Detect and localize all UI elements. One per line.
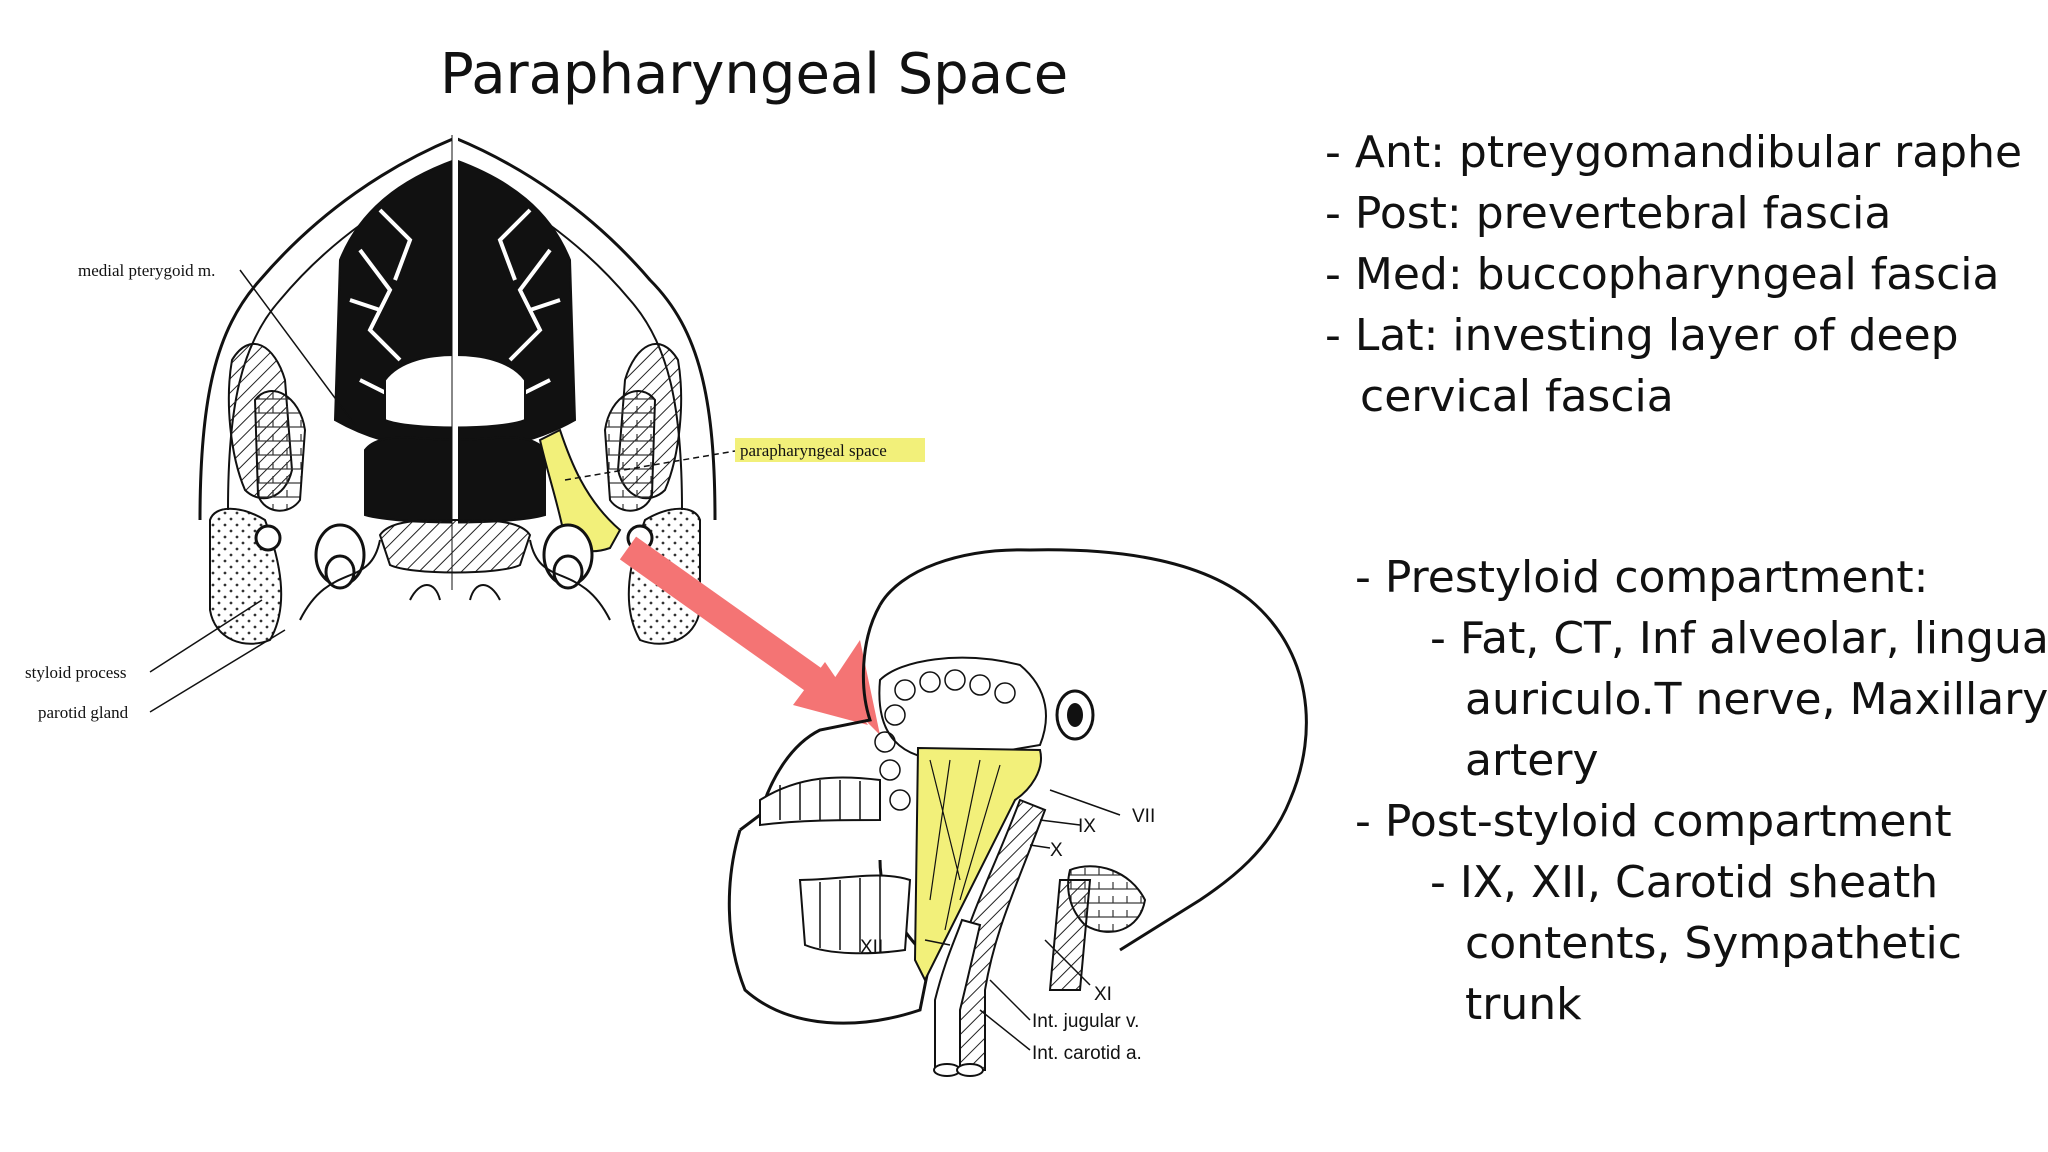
boundary-medial: - Med: buccopharyngeal fascia bbox=[1325, 249, 2000, 300]
poststyloid-contents-3: trunk bbox=[1465, 979, 1582, 1030]
label-parapharyngeal-highlight-bg bbox=[735, 438, 925, 462]
label-int-carotid: Int. carotid a. bbox=[1032, 1043, 1142, 1064]
boundary-anterior: - Ant: ptreygomandibular raphe bbox=[1325, 127, 2023, 178]
prestyloid-contents-2: auriculo.T nerve, Maxillary bbox=[1465, 674, 2048, 725]
poststyloid-contents-1: - IX, XII, Carotid sheath bbox=[1430, 857, 1939, 908]
poststyloid-heading: - Post-styloid compartment bbox=[1355, 796, 1952, 847]
boundary-lateral: - Lat: investing layer of deep bbox=[1325, 310, 1959, 361]
prestyloid-contents-3: artery bbox=[1465, 735, 1599, 786]
lateral-skull-diagram: VII IX X XII XI Int. jugular v. Int. car… bbox=[727, 548, 1308, 1077]
label-nerve-ix: IX bbox=[1078, 816, 1096, 837]
slide-title: Parapharyngeal Space bbox=[440, 42, 1069, 107]
label-nerve-x: X bbox=[1050, 840, 1063, 861]
boundary-lateral-continued: cervical fascia bbox=[1360, 371, 1674, 422]
label-styloid-process: styloid process bbox=[25, 663, 127, 682]
compartments-list: - Prestyloid compartment: - Fat, CT, Inf… bbox=[1355, 547, 2048, 1035]
label-nerve-xi: XI bbox=[1094, 984, 1112, 1005]
label-medial-pterygoid: medial pterygoid m. bbox=[78, 261, 215, 280]
boundary-posterior: - Post: prevertebral fascia bbox=[1325, 188, 1892, 239]
axial-section-diagram: medial pterygoid m. parapharyngeal space… bbox=[25, 135, 925, 722]
poststyloid-contents-2: contents, Sympathetic bbox=[1465, 918, 1962, 969]
label-parotid-gland: parotid gland bbox=[38, 703, 129, 722]
label-int-jugular: Int. jugular v. bbox=[1032, 1011, 1139, 1032]
prestyloid-contents-1: - Fat, CT, Inf alveolar, lingual, bbox=[1430, 613, 2048, 664]
prestyloid-heading: - Prestyloid compartment: bbox=[1355, 552, 1929, 603]
label-nerve-xii: XII bbox=[860, 937, 883, 958]
label-nerve-vii: VII bbox=[1132, 806, 1155, 827]
boundaries-list: - Ant: ptreygomandibular raphe - Post: p… bbox=[1325, 122, 2025, 427]
label-parapharyngeal-space: parapharyngeal space bbox=[740, 441, 887, 460]
